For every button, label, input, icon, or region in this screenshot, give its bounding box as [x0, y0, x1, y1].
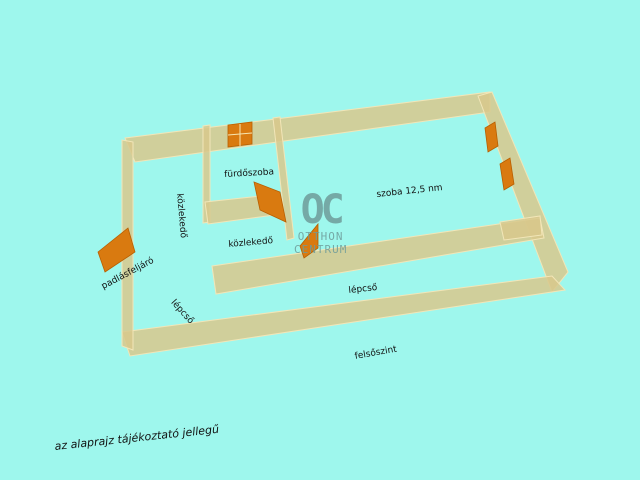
- wall-stairs: [211, 217, 545, 295]
- watermark-logo: OC OTTHON CENTRUM: [294, 190, 347, 256]
- window-right-1: [484, 121, 499, 153]
- wall-bath-right: [272, 116, 295, 241]
- wall-right: [477, 91, 569, 293]
- logo-line2: CENTRUM: [294, 243, 348, 256]
- door-attic: [97, 227, 136, 273]
- door-bathroom: [253, 181, 287, 223]
- logo-mark: OC: [300, 187, 345, 233]
- wall-top: [124, 91, 491, 163]
- door-room: [299, 222, 319, 259]
- wall-room-divider: [499, 215, 543, 241]
- logo-line1: OTTHON: [297, 230, 344, 243]
- window-right-2: [499, 157, 515, 191]
